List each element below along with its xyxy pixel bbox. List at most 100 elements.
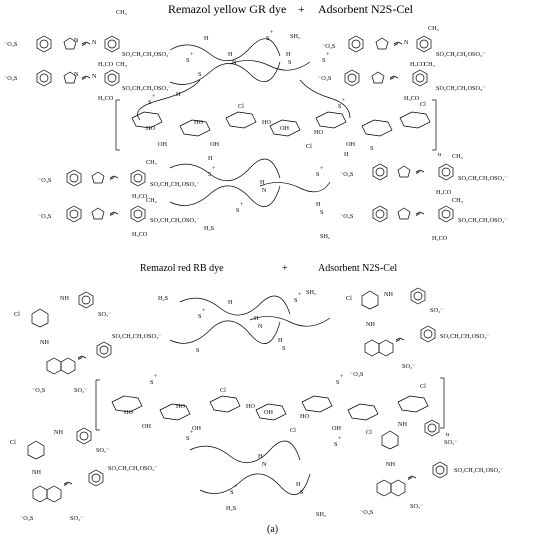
svg-text:S: S [322,57,326,64]
svg-text:⁻O₃S: ⁻O₃S [32,387,46,394]
adsorbent-chains-bottom: H₂S S + H N H S + SH₂ S H S S + S + [150,289,344,386]
dye-molecule-top-lower-right-2: ⁻O₃S CH₃ SO₂CH₂CH₂OSO₃⁻ H₃CO [340,197,507,242]
svg-text:CH₃: CH₃ [116,61,127,68]
svg-text:S: S [294,297,298,304]
svg-text:H: H [258,453,263,460]
top-dye-label: Remazol yellow GR dye [168,2,286,16]
svg-text:H: H [286,51,291,58]
svg-text:SO₂CH₂CH₂OSO₃⁻: SO₂CH₂CH₂OSO₃⁻ [436,85,485,92]
svg-text:SO₂CH₂CH₂OSO₃⁻: SO₂CH₂CH₂OSO₃⁻ [112,333,161,340]
svg-text:SH₂: SH₂ [290,33,300,40]
svg-text:S: S [186,435,190,442]
svg-text:+: + [340,373,344,380]
dye-molecule-top-left-2: ⁻O₃S N N CH₃ SO₂CH₂CH₂OSO₃⁻ H₃CO [4,61,171,102]
svg-text:NH: NH [40,339,49,346]
adsorbent-chains-top-lower: H S + N H S + S + H₂S S H SH₂ S H [169,145,374,240]
svg-text:SH₂: SH₂ [306,289,316,296]
dye-molecule-bottom-right-upper: Cl NH SO₃⁻ NH SO₂CH₂CH₂OSO₃⁻ ⁻O₃S SO₃⁻ [346,287,489,378]
svg-text:⁻O₃S: ⁻O₃S [340,213,354,220]
svg-text:H: H [228,51,233,58]
svg-text:S: S [288,59,292,66]
dye-molecule-top-lower-right-1: ⁻O₃S CH₃ SO₂CH₂CH₂OSO₃⁻ H₃CO [340,153,507,196]
cellulose-backbone-bottom: HO OH HO OH Cl HO OH Cl HO OH Cl n [95,377,449,438]
svg-text:H: H [254,315,259,322]
svg-text:OH: OH [332,425,341,432]
svg-text:Cl: Cl [346,295,352,302]
svg-text:NH: NH [386,461,395,468]
top-plus: + [298,2,305,16]
svg-text:H₃CO: H₃CO [432,235,448,242]
svg-text:NH: NH [398,421,407,428]
svg-text:H₃CO: H₃CO [436,189,452,196]
svg-text:N: N [262,187,267,194]
svg-text:HO: HO [124,409,133,416]
svg-text:SH₂: SH₂ [316,511,326,518]
svg-text:+: + [234,483,238,490]
dye-molecule-bottom-left-upper: Cl NH SO₃⁻ NH SO₂CH₂CH₂OSO₃⁻ ⁻O₃S SO₃⁻ [14,291,161,394]
svg-text:SO₃⁻: SO₃⁻ [98,311,111,318]
svg-text:N: N [74,37,79,44]
svg-text:HO: HO [246,403,255,410]
svg-text:HO: HO [262,119,271,126]
svg-text:H₃CO: H₃CO [404,95,420,102]
svg-text:+: + [342,97,346,104]
svg-text:SO₃⁻: SO₃⁻ [444,439,457,446]
svg-text:S: S [316,171,320,178]
dye-molecule-bottom-right-lower: Cl NH SO₃⁻ NH SO₂CH₂CH₂OSO₃⁻ ⁻O₃S SO₃⁻ [360,419,503,516]
svg-text:+: + [270,29,274,36]
svg-text:S: S [334,441,338,448]
svg-text:H₃CO: H₃CO [410,61,426,68]
svg-text:SO₂CH₂CH₂OSO₃⁻: SO₂CH₂CH₂OSO₃⁻ [150,181,199,188]
svg-text:+: + [154,373,158,380]
svg-text:CH₃: CH₃ [452,197,463,204]
svg-text:OH: OH [280,125,289,132]
svg-text:S: S [198,313,202,320]
bottom-plus: + [282,263,288,274]
svg-text:SO₂CH₂CH₂OSO₃⁻: SO₂CH₂CH₂OSO₃⁻ [108,465,157,472]
svg-text:CH₃: CH₃ [428,25,439,32]
svg-text:H: H [208,155,213,162]
svg-text:S: S [186,57,190,64]
svg-text:Cl: Cl [306,143,312,150]
svg-text:NH: NH [366,321,375,328]
bottom-dye-label: Remazol red RB dye [140,263,224,274]
svg-text:Cl: Cl [220,387,226,394]
svg-text:n: n [446,431,449,438]
svg-text:OH: OH [192,425,201,432]
svg-text:H₂S: H₂S [158,295,169,302]
svg-text:CH₃: CH₃ [116,9,127,16]
svg-text:S: S [300,489,304,496]
svg-text:SO₃⁻: SO₃⁻ [410,503,423,510]
cellulose-backbone-top: HO OH HO OH Cl HO OH Cl HO OH Cl n [115,99,441,158]
dye-molecule-top-left-1: ⁻O₃S N N CH₃ SO₂CH₂CH₂OSO₃⁻ H₃CO [4,9,171,68]
svg-text:SO₃⁻: SO₃⁻ [96,447,109,454]
svg-text:SO₂CH₂CH₂OSO₃⁻: SO₂CH₂CH₂OSO₃⁻ [122,85,171,92]
svg-text:H₃CO: H₃CO [132,193,148,200]
svg-text:HO: HO [314,129,323,136]
svg-text:CH₃: CH₃ [146,159,157,166]
svg-text:OH: OH [346,141,355,148]
svg-text:N: N [92,73,97,80]
svg-text:⁻O₃S: ⁻O₃S [350,371,364,378]
svg-text:H: H [278,337,283,344]
svg-text:H: H [260,179,265,186]
svg-text:+: + [202,307,206,314]
svg-text:SO₂CH₂CH₂OSO₃⁻: SO₂CH₂CH₂OSO₃⁻ [150,217,199,224]
svg-text:HO: HO [146,125,155,132]
svg-text:H₃CO: H₃CO [98,95,114,102]
svg-text:+: + [190,429,194,436]
svg-text:Cl: Cl [14,311,20,318]
svg-text:N: N [258,323,263,330]
svg-text:Cl: Cl [420,383,426,390]
adsorbent-chains-bottom-lower: S + N H S + S + H₂S S H SH₂ [186,429,342,518]
svg-text:S: S [148,99,152,106]
svg-text:N: N [92,39,97,46]
svg-text:H: H [316,201,321,208]
svg-text:S: S [282,345,286,352]
svg-text:H₃CO: H₃CO [132,231,148,238]
svg-text:Cl: Cl [420,101,426,108]
svg-text:SO₂CH₂CH₂OSO₃⁻: SO₂CH₂CH₂OSO₃⁻ [440,333,489,340]
svg-text:NH: NH [54,429,63,436]
svg-text:⁻O₃S: ⁻O₃S [360,509,374,516]
